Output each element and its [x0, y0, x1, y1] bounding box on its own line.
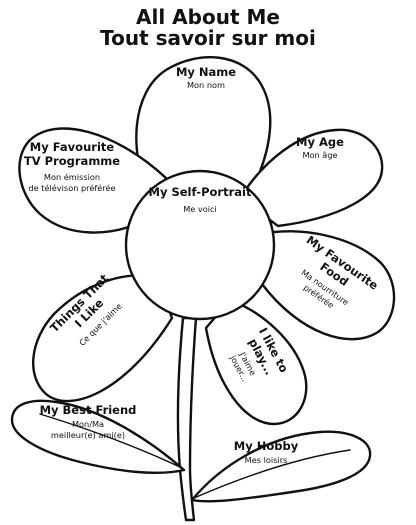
friend-sub-2: meilleur(e) ami(e) — [51, 430, 125, 440]
name-sub: Mon nom — [187, 80, 225, 90]
flower-stem — [176, 316, 198, 522]
tv-heading-1: My Favourite — [30, 140, 115, 154]
leaf-vein-right — [193, 449, 351, 499]
hobby-heading: My Hobby — [234, 439, 299, 453]
leaf-vein-left — [39, 413, 183, 469]
petal-i-like-to-play — [204, 298, 308, 426]
petal-favourite-food — [260, 230, 396, 341]
self-portrait-heading: My Self-Portrait — [149, 185, 252, 199]
age-sub: Mon âge — [302, 150, 337, 160]
petal-my-age — [238, 128, 384, 228]
self-portrait-sub: Me voici — [183, 204, 217, 214]
tv-sub-1: Mon émission — [44, 172, 100, 182]
hobby-sub: Mes loisirs — [245, 455, 288, 465]
petal-favourite-tv — [18, 127, 168, 234]
friend-heading: My Best Friend — [40, 403, 137, 417]
tv-heading-2: TV Programme — [24, 154, 120, 168]
age-heading: My Age — [296, 135, 344, 149]
friend-sub-1: Mon/Ma — [72, 419, 104, 429]
self-portrait-circle — [124, 169, 276, 321]
name-heading: My Name — [176, 65, 236, 79]
title-fr: Tout savoir sur moi — [100, 26, 316, 50]
tv-sub-2: de télévison préférée — [28, 183, 115, 193]
petal-my-name — [135, 55, 272, 206]
leaf-hobby — [190, 430, 372, 503]
title-en: All About Me — [136, 5, 280, 29]
petal-things-i-like — [32, 274, 174, 403]
